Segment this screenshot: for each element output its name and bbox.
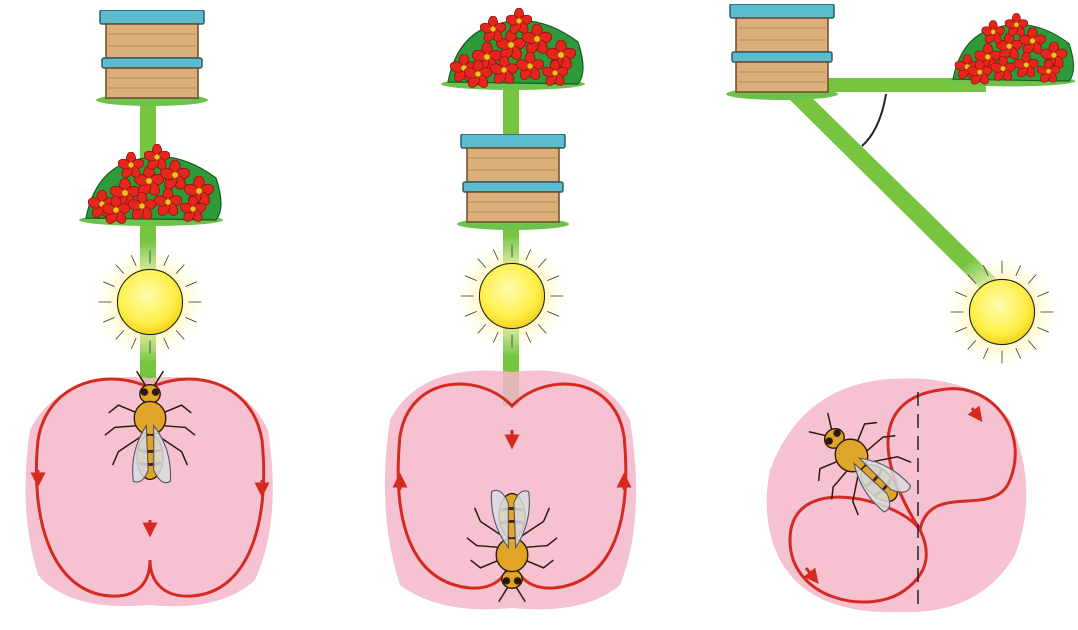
panel-1 (26, 10, 273, 606)
panel-2 (385, 8, 636, 609)
beehive-icon (96, 10, 208, 106)
sun-icon (90, 242, 211, 363)
sun-icon (452, 236, 573, 357)
beehive-icon (457, 134, 569, 230)
sun-icon (942, 252, 1063, 373)
flower-bush-icon (79, 144, 223, 226)
flower-bush-icon (947, 13, 1076, 86)
panel-3 (726, 4, 1075, 612)
beehive-icon (726, 4, 838, 100)
flower-bush-icon (441, 8, 585, 90)
angle-arc (862, 94, 886, 146)
